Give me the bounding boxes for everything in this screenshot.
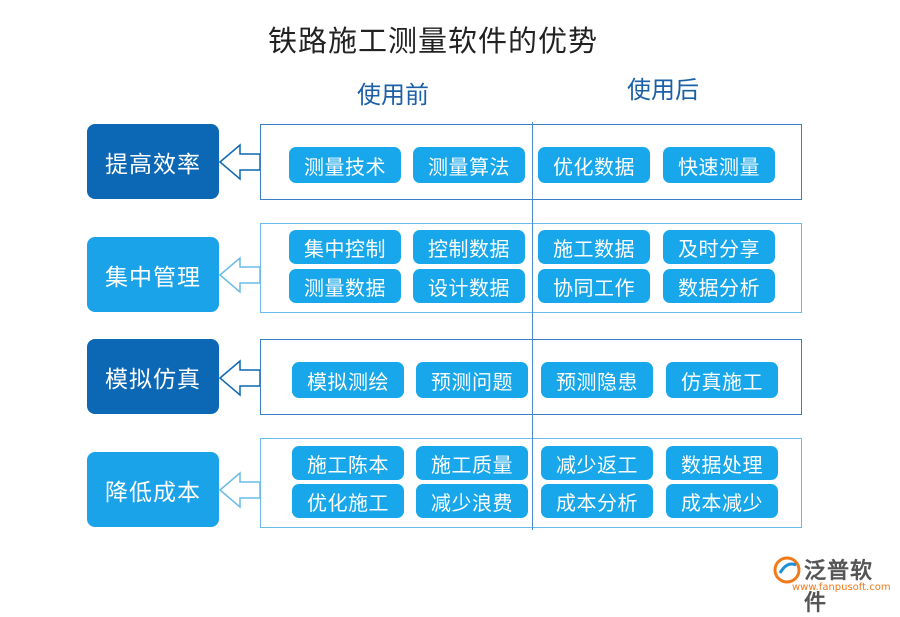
pill: 设计数据 xyxy=(413,269,525,303)
row-label-simulation: 模拟仿真 xyxy=(87,339,219,414)
diagram-title: 铁路施工测量软件的优势 xyxy=(268,24,599,58)
pill: 集中控制 xyxy=(289,230,401,264)
row-box-simulation xyxy=(260,339,802,415)
pill: 施工陈本 xyxy=(292,446,404,480)
pill: 优化施工 xyxy=(292,484,404,518)
left-arrow-icon xyxy=(218,471,261,509)
pill: 预测问题 xyxy=(416,362,528,398)
logo-icon xyxy=(773,556,801,584)
row-box-efficiency xyxy=(260,124,802,200)
column-header-after: 使用后 xyxy=(627,76,699,104)
pill: 控制数据 xyxy=(413,230,525,264)
pill: 及时分享 xyxy=(663,230,775,264)
pill: 优化数据 xyxy=(538,147,650,183)
pill: 测量算法 xyxy=(413,147,525,183)
logo-url: www.fanpusoft.com xyxy=(792,582,891,593)
pill: 减少浪费 xyxy=(416,484,528,518)
column-divider xyxy=(532,122,533,530)
pill: 快速测量 xyxy=(663,147,775,183)
column-header-before: 使用前 xyxy=(357,81,429,109)
row-box-cost xyxy=(260,438,802,528)
pill: 成本分析 xyxy=(541,484,653,518)
brand-logo: 泛普软件 www.fanpusoft.com xyxy=(770,553,891,616)
left-arrow-icon xyxy=(218,143,261,181)
pill: 减少返工 xyxy=(541,446,653,480)
pill: 测量数据 xyxy=(289,269,401,303)
pill: 成本减少 xyxy=(666,484,778,518)
left-arrow-icon xyxy=(218,256,261,294)
pill: 预测隐患 xyxy=(541,362,653,398)
row-label-cost: 降低成本 xyxy=(87,452,219,527)
pill: 数据处理 xyxy=(666,446,778,480)
row-label-efficiency: 提高效率 xyxy=(87,124,219,199)
row-label-management: 集中管理 xyxy=(87,237,219,312)
pill: 数据分析 xyxy=(663,269,775,303)
pill: 协同工作 xyxy=(538,269,650,303)
pill: 施工质量 xyxy=(416,446,528,480)
pill: 测量技术 xyxy=(289,147,401,183)
left-arrow-icon xyxy=(218,359,261,397)
pill: 施工数据 xyxy=(538,230,650,264)
row-box-management xyxy=(260,223,802,313)
pill: 仿真施工 xyxy=(666,362,778,398)
pill: 模拟测绘 xyxy=(292,362,404,398)
